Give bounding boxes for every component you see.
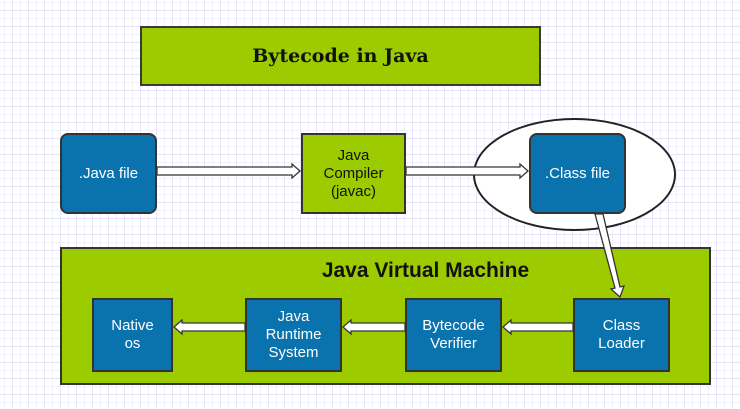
node-native-os[interactable]: Native os	[92, 298, 173, 372]
node-class-file[interactable]: .Class file	[529, 133, 626, 214]
node-compiler-label-line3: (javac)	[330, 182, 376, 200]
node-runtime-line3: System	[268, 344, 319, 361]
node-class-loader-line2: Loader	[598, 335, 645, 352]
node-native-os-line1: Native	[111, 317, 154, 334]
node-bytecode-verifier[interactable]: Bytecode Verifier	[405, 298, 502, 372]
node-verifier-line1: Bytecode	[422, 317, 485, 334]
node-runtime-line1: Java	[277, 308, 310, 325]
node-compiler-label-line2: Compiler	[323, 164, 384, 182]
node-verifier-line2: Verifier	[430, 335, 477, 352]
node-compiler-label-line1: Java	[337, 146, 370, 164]
node-class-loader[interactable]: Class Loader	[573, 298, 670, 372]
node-java-file[interactable]: .Java file	[60, 133, 157, 214]
node-java-file-label: .Java file	[78, 164, 139, 182]
node-runtime-line2: Runtime	[265, 326, 322, 343]
diagram-title: Bytecode in Java	[140, 26, 541, 86]
node-class-loader-line1: Class	[602, 317, 641, 334]
diagram-title-text: Bytecode in Java	[252, 45, 429, 67]
arrow-java-to-compiler	[156, 162, 301, 180]
node-class-file-label: .Class file	[544, 164, 611, 182]
node-native-os-line2: os	[124, 335, 141, 352]
node-java-runtime-system[interactable]: Java Runtime System	[245, 298, 342, 372]
node-java-compiler[interactable]: Java Compiler (javac)	[301, 133, 406, 214]
jvm-title: Java Virtual Machine	[321, 259, 530, 282]
